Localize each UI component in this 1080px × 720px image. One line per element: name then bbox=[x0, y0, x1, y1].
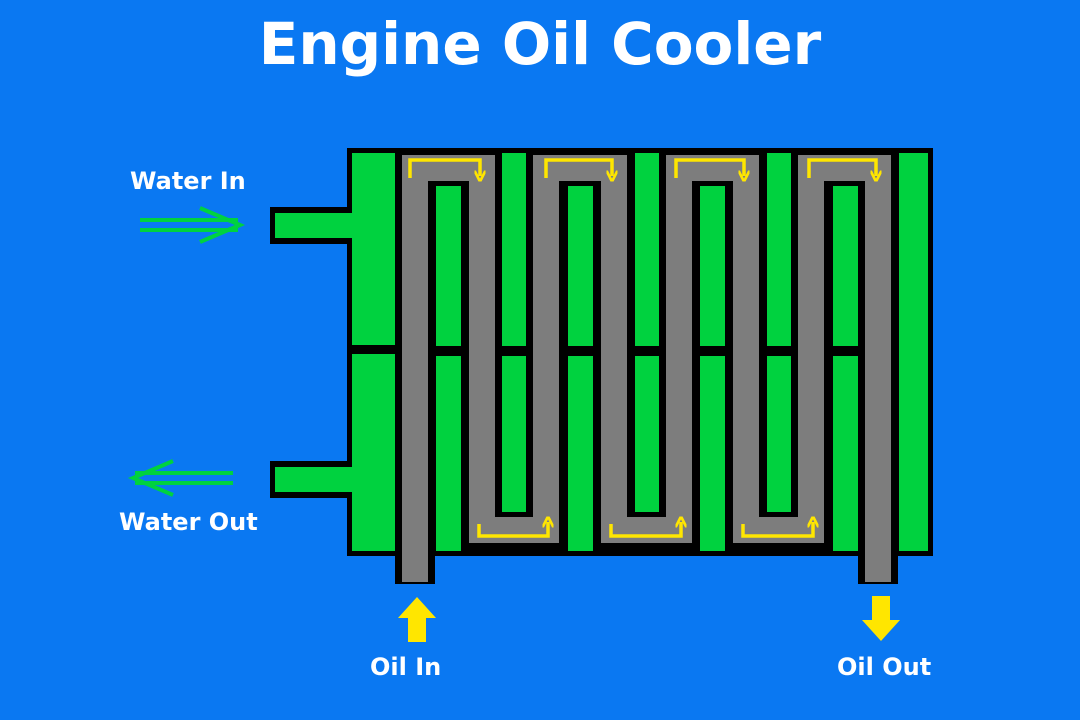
water-header-right bbox=[899, 153, 928, 551]
oil-out-label: Oil Out bbox=[837, 653, 932, 681]
water-outlet-pipe-fill bbox=[275, 467, 355, 492]
oil-flow-arrow bbox=[807, 158, 876, 178]
oil-in-label: Oil In bbox=[370, 653, 442, 681]
water-fin bbox=[833, 186, 858, 346]
water-fin bbox=[635, 153, 659, 346]
water-fin bbox=[700, 356, 725, 551]
oil-flow-arrow bbox=[674, 158, 744, 178]
oil-flow-arrow bbox=[741, 522, 813, 538]
water-in-label: Water In bbox=[130, 167, 246, 195]
page-title: Engine Oil Cooler bbox=[258, 10, 822, 78]
water-header-top bbox=[352, 153, 395, 345]
oil-flow-arrow bbox=[544, 158, 612, 178]
water-fin bbox=[700, 186, 725, 346]
water-fin bbox=[502, 153, 526, 346]
water-fin bbox=[436, 356, 461, 551]
water-fin bbox=[568, 356, 593, 551]
oil-flow-arrow bbox=[408, 158, 480, 178]
oil-flow-arrow bbox=[477, 522, 548, 538]
water-fin bbox=[833, 356, 858, 551]
water-out-label: Water Out bbox=[119, 508, 258, 536]
water-inlet-pipe-fill bbox=[275, 213, 355, 238]
water-fin bbox=[568, 186, 593, 346]
oil-flow-arrow bbox=[609, 522, 681, 538]
oil-out-arrow bbox=[862, 596, 900, 641]
oil-channel-fill bbox=[402, 155, 891, 560]
water-fin bbox=[767, 356, 791, 512]
water-header-bottom bbox=[352, 354, 395, 551]
oil-in-arrow bbox=[398, 597, 436, 642]
water-fin bbox=[635, 356, 659, 512]
water-in-arrow bbox=[140, 206, 246, 244]
water-fin bbox=[767, 153, 791, 346]
water-fin bbox=[436, 186, 461, 346]
water-out-arrow bbox=[127, 459, 233, 497]
water-fin bbox=[502, 356, 526, 512]
